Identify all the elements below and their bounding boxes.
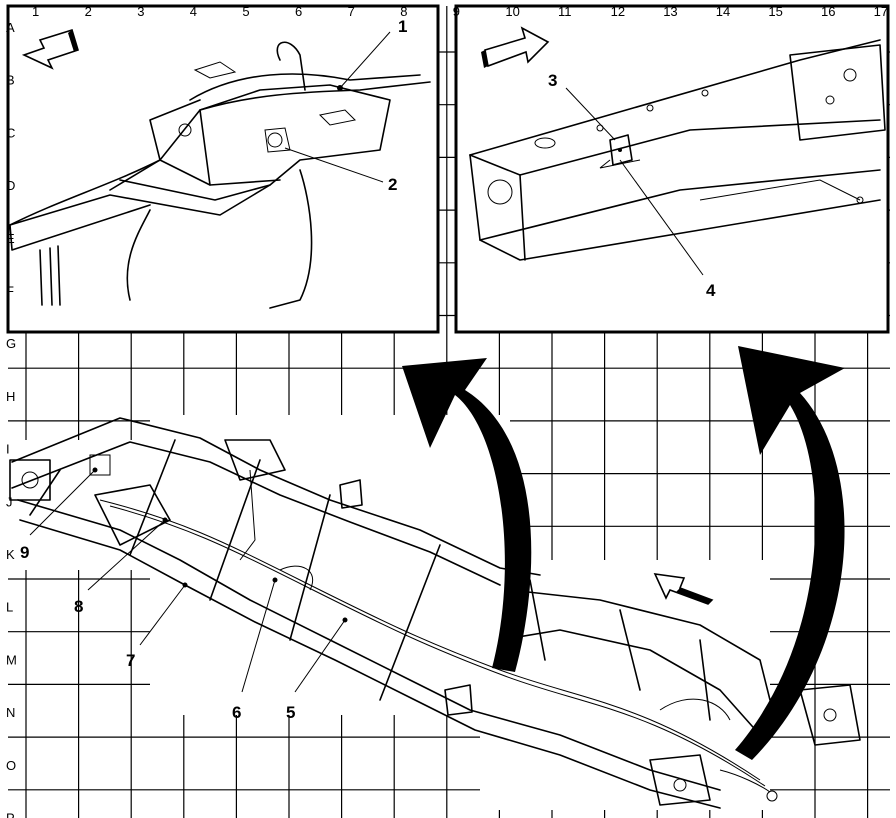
grid-row-label: D <box>6 178 15 193</box>
grid-column-label: 7 <box>348 4 355 19</box>
grid-row-label: H <box>6 389 15 404</box>
right-inset-border <box>454 4 890 334</box>
grid-column-label: 16 <box>821 4 835 19</box>
grid-row-label: J <box>6 494 13 509</box>
direction-arrow-icon <box>21 28 79 70</box>
left-inset-panel <box>8 6 438 332</box>
callout-5: 5 <box>286 703 295 722</box>
grid-row-label: I <box>6 442 10 457</box>
curved-arrow-icon <box>735 346 845 760</box>
grid-column-label: 4 <box>190 4 197 19</box>
grid-row-label: N <box>6 705 15 720</box>
grid-row-label: M <box>6 652 17 667</box>
grid-row-label: B <box>6 73 15 88</box>
grid-row-label: K <box>6 547 15 562</box>
grid-column-label: 14 <box>716 4 730 19</box>
grid-column-label: 8 <box>400 4 407 19</box>
grid-column-label: 2 <box>85 4 92 19</box>
callout-8: 8 <box>74 597 83 616</box>
grid-column-label: 17 <box>874 4 888 19</box>
grid-row-label: A <box>6 20 15 35</box>
grid-column-label: 13 <box>663 4 677 19</box>
leader-lines <box>29 467 348 693</box>
grid-column-label: 10 <box>505 4 519 19</box>
grid-column-label: 12 <box>611 4 625 19</box>
grid-row-label: G <box>6 336 16 351</box>
callout-9: 9 <box>20 543 29 562</box>
callout-3: 3 <box>548 71 557 90</box>
callout-6: 6 <box>232 703 241 722</box>
callout-4: 4 <box>706 281 716 300</box>
grid-column-label: 11 <box>558 4 572 19</box>
callout-2: 2 <box>388 175 397 194</box>
grid-column-label: 6 <box>295 4 302 19</box>
grid-column-label: 15 <box>768 4 782 19</box>
grid-row-label: C <box>6 125 15 140</box>
grid-row-label: P <box>6 811 15 818</box>
callout-labels: 1 2 3 4 5 6 7 8 9 <box>20 17 716 722</box>
grid-row-labels: A B C D E F G H I J K L M N O P <box>6 20 17 818</box>
grid-column-label: 1 <box>32 4 39 19</box>
direction-arrow-icon <box>481 26 550 68</box>
grid-column-label: 5 <box>242 4 249 19</box>
grid-row-label: F <box>6 284 14 299</box>
left-inset-border <box>6 4 440 334</box>
grid-column-label: 3 <box>137 4 144 19</box>
callout-7: 7 <box>126 651 135 670</box>
callout-1: 1 <box>398 17 407 36</box>
right-inset-panel <box>456 6 888 332</box>
vehicle-frame-illustration <box>8 415 861 810</box>
grid-row-label: O <box>6 758 16 773</box>
curved-arrow-icon <box>402 358 532 672</box>
direction-arrow-icon <box>653 573 714 605</box>
grid-row-label: L <box>6 600 13 615</box>
grid-row-label: E <box>6 231 15 246</box>
